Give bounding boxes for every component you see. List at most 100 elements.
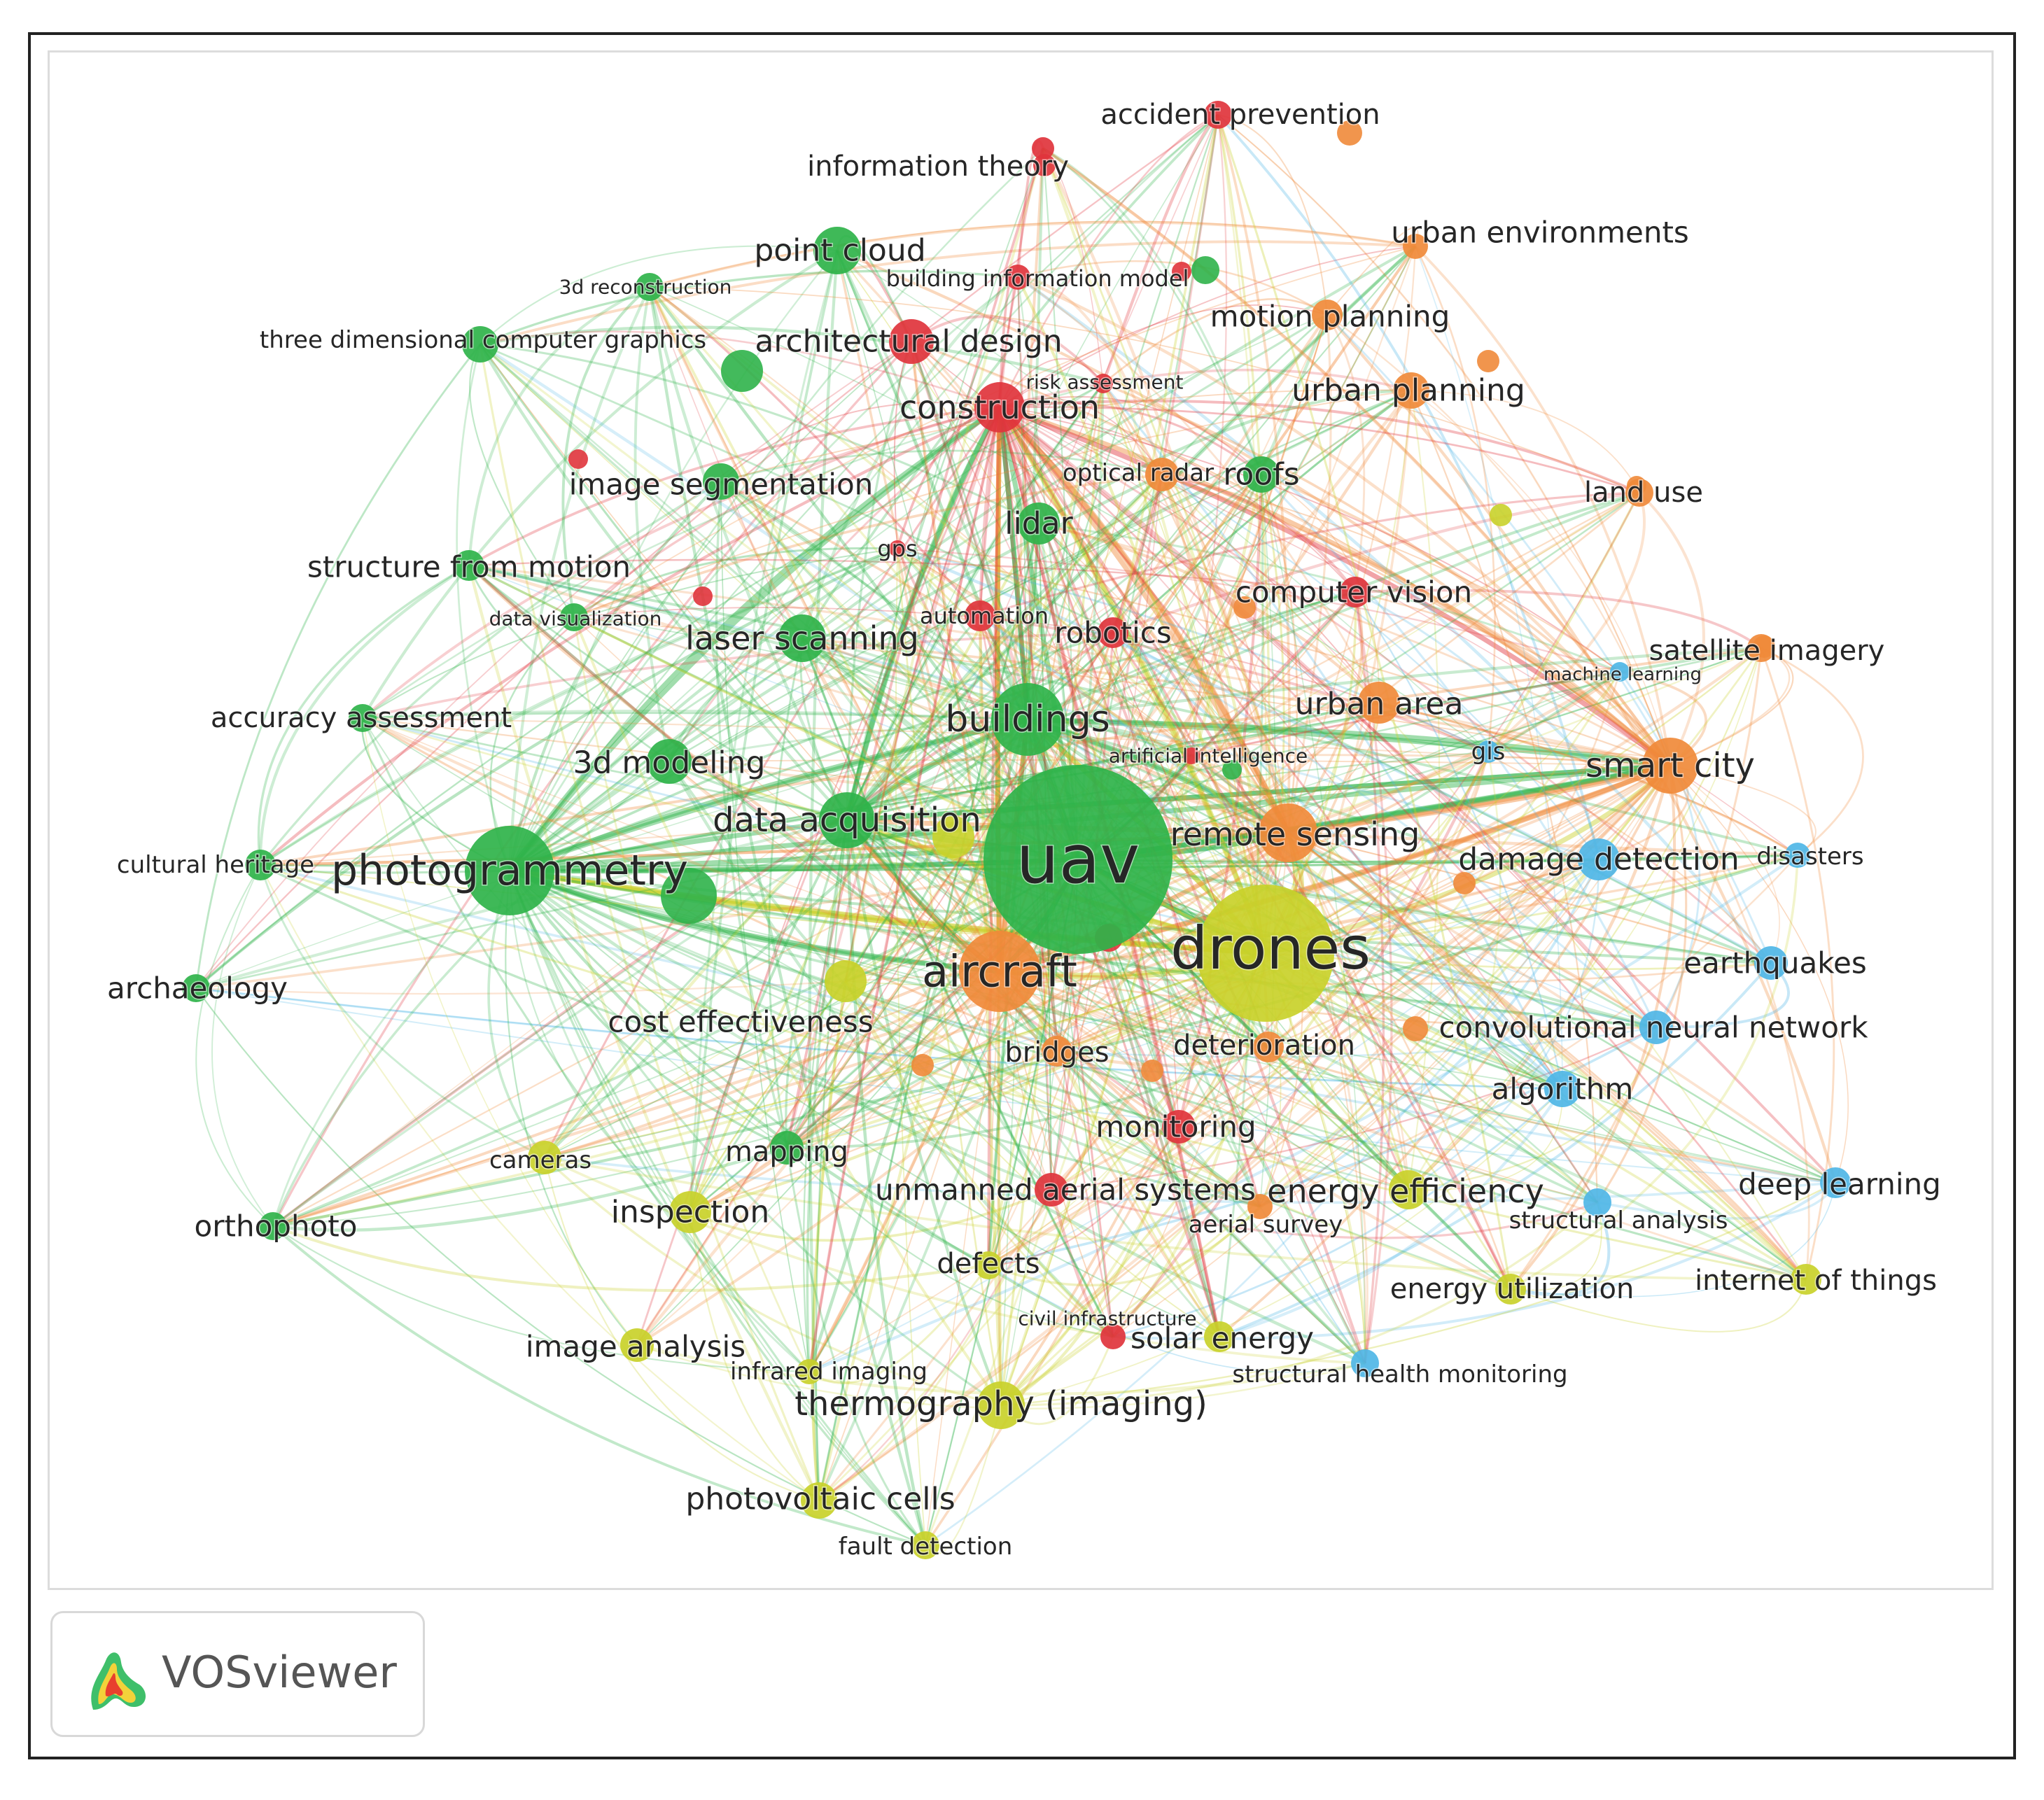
network-node-convolutional-neural-network[interactable] — [1639, 1011, 1673, 1044]
network-node-cameras[interactable] — [528, 1141, 561, 1174]
network-node-earthquakes[interactable] — [1754, 946, 1788, 980]
network-node-building-information-model[interactable] — [1005, 265, 1030, 290]
network-node-orthophoto[interactable] — [259, 1212, 287, 1240]
network-edge — [979, 491, 1640, 617]
network-node-urban-environments[interactable] — [1403, 234, 1428, 259]
network-node-information-theory[interactable] — [1032, 137, 1054, 160]
network-node-unlabeled — [568, 449, 588, 469]
network-node-bridges[interactable] — [1042, 1036, 1072, 1067]
network-node-internet-of-things[interactable] — [1791, 1264, 1821, 1295]
network-node-satellite-imagery[interactable] — [1747, 634, 1775, 662]
network-edge — [689, 1211, 820, 1501]
network-node-construction[interactable] — [974, 382, 1025, 433]
network-node-structure-from-motion[interactable] — [454, 550, 484, 581]
network-node-fault-detection[interactable] — [911, 1531, 939, 1559]
network-node-laser-scanning[interactable] — [778, 614, 826, 662]
network-edge — [997, 971, 1002, 1406]
network-node-remote-sensing[interactable] — [1259, 803, 1317, 862]
network-node-mapping[interactable] — [770, 1131, 804, 1165]
network-node-unlabeled — [1172, 262, 1191, 281]
network-node-structural-health-monitoring[interactable] — [1351, 1349, 1379, 1377]
network-node-smart-city[interactable] — [1642, 738, 1698, 794]
network-edge — [818, 952, 1267, 1501]
network-node-data-visualization[interactable] — [560, 603, 588, 631]
network-node-infrared-imaging[interactable] — [797, 1359, 822, 1384]
network-node-aircraft[interactable] — [959, 931, 1040, 1012]
network-node-image-analysis[interactable] — [620, 1328, 654, 1362]
network-edge — [573, 473, 1163, 619]
network-edge — [508, 547, 899, 872]
node-label-point-cloud: point cloud — [754, 233, 925, 269]
network-node-computer-vision[interactable] — [1340, 577, 1371, 607]
network-edge — [1000, 1201, 1599, 1407]
network-edge — [636, 831, 1289, 1347]
network-edge — [509, 869, 1180, 1128]
network-node-urban-area[interactable] — [1358, 682, 1400, 724]
network-node-drones[interactable] — [1197, 885, 1334, 1022]
network-node-deep-learning[interactable] — [1820, 1167, 1851, 1198]
network-node-3d-reconstruction[interactable] — [636, 273, 664, 301]
network-node-energy-efficiency[interactable] — [1389, 1170, 1428, 1209]
network-node-photovoltaic-cells[interactable] — [801, 1482, 837, 1519]
network-node-energy-utilization[interactable] — [1495, 1274, 1526, 1305]
network-node-aerial-survey[interactable] — [1247, 1194, 1273, 1219]
network-edge — [1027, 718, 1836, 1184]
network-node-land-use[interactable] — [1625, 479, 1653, 507]
network-edge — [979, 614, 1289, 834]
network-edge — [1217, 114, 1671, 766]
network-node-lidar[interactable] — [1018, 502, 1060, 544]
network-edge — [997, 405, 1291, 834]
network-node-solar-energy[interactable] — [1204, 1321, 1235, 1352]
network-node-data-acquisition[interactable] — [819, 792, 875, 848]
network-edge — [1410, 390, 1640, 493]
network-node-3d-modeling[interactable] — [647, 739, 692, 784]
network-edge — [1510, 855, 1799, 1291]
network-node-damage-detection[interactable] — [1578, 838, 1620, 880]
network-node-uav[interactable] — [983, 765, 1172, 954]
network-node-thermography[interactable] — [977, 1381, 1025, 1429]
network-node-archaeology[interactable] — [182, 974, 210, 1002]
network-node-roofs[interactable] — [1243, 456, 1280, 493]
network-node-defects[interactable] — [974, 1251, 1002, 1279]
network-node-monitoring[interactable] — [1162, 1110, 1196, 1144]
network-node-motion-planning[interactable] — [1312, 300, 1343, 330]
network-node-structural-analysis[interactable] — [1583, 1188, 1611, 1216]
network-node-buildings[interactable] — [991, 683, 1064, 756]
network-node-accuracy-assessment[interactable] — [349, 704, 377, 732]
network-node-robotics[interactable] — [1098, 617, 1128, 648]
network-node-accident-prevention[interactable] — [1204, 101, 1232, 129]
network-node-point-cloud[interactable] — [813, 227, 861, 274]
network-node-unlabeled — [1337, 120, 1362, 146]
network-edge — [925, 859, 1600, 1547]
network-node-unmanned-aerial-systems[interactable] — [1035, 1173, 1068, 1207]
network-node-image-segmentation[interactable] — [703, 463, 739, 500]
network-node-three-dimensional-computer-graphics[interactable] — [462, 326, 498, 363]
network-node-artificial-intelligence[interactable] — [1183, 747, 1200, 764]
network-node-optical-radar[interactable] — [1145, 458, 1179, 491]
network-node-deterioration[interactable] — [1253, 1032, 1284, 1062]
network-edge — [649, 286, 1640, 493]
network-edge — [544, 1156, 1836, 1204]
network-edge — [1026, 383, 1105, 720]
network-node-risk-assessment[interactable] — [1093, 374, 1113, 393]
network-node-photogrammetry[interactable] — [465, 826, 554, 915]
network-node-architectural-design[interactable] — [889, 319, 934, 364]
network-edge — [508, 869, 989, 1267]
network-edge — [260, 547, 898, 866]
network-edge — [509, 868, 1266, 956]
network-edge — [1265, 952, 1366, 1364]
network-node-civil-infrastructure[interactable] — [1100, 1324, 1126, 1349]
network-node-machine-learning[interactable] — [1610, 662, 1630, 682]
network-edge — [1177, 474, 1263, 1127]
network-node-algorithm[interactable] — [1544, 1071, 1581, 1107]
network-node-cultural-heritage[interactable] — [245, 850, 276, 880]
network-edge — [786, 952, 1266, 1149]
network-node-urban-planning[interactable] — [1393, 372, 1429, 409]
network-node-cost-effectiveness[interactable] — [825, 960, 867, 1002]
network-node-disasters[interactable] — [1785, 843, 1810, 868]
network-node-gis[interactable] — [1477, 740, 1499, 763]
network-node-gps[interactable] — [889, 540, 906, 557]
network-node-automation[interactable] — [965, 600, 995, 631]
network-edge — [998, 406, 1658, 1029]
network-node-inspection[interactable] — [669, 1191, 711, 1233]
